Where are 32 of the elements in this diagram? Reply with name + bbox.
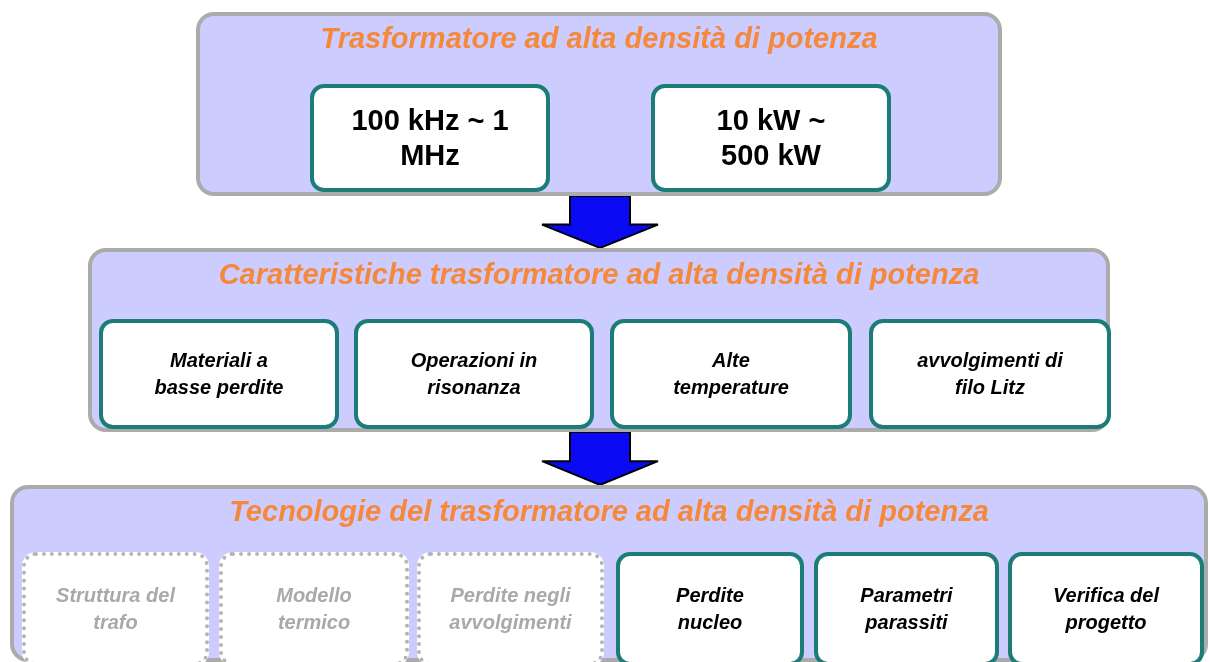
feature-box <box>651 84 891 192</box>
feature-box <box>869 319 1111 429</box>
box-text: Verifica del progetto <box>1052 583 1160 635</box>
feature-box <box>417 552 604 662</box>
band-heading: Caratteristiche trasformatore ad alta densità di potenza <box>217 260 981 289</box>
box-text: Struttura del trafo <box>55 583 177 635</box>
box-text: Perdite negli avvolgimenti <box>448 583 573 635</box>
feature-box <box>22 552 209 662</box>
feature-box <box>616 552 804 662</box>
feature-box <box>354 319 594 429</box>
box-text: 100 kHz ~ 1 MHz <box>350 103 510 173</box>
feature-box <box>99 319 339 429</box>
block-arrow <box>541 195 659 250</box>
feature-box <box>310 84 550 192</box>
group-band <box>88 248 1110 432</box>
box-text: Materiali a basse perdite <box>153 348 285 400</box>
group-band <box>10 485 1208 662</box>
box-text: Operazioni in risonanza <box>409 348 539 400</box>
feature-box <box>814 552 999 662</box>
box-text: 10 kW ~ 500 kW <box>715 103 827 173</box>
box-text: Alte temperature <box>672 348 790 400</box>
feature-box <box>219 552 409 662</box>
group-band <box>196 12 1002 196</box>
block-arrow <box>541 431 659 487</box>
box-text: Perdite nucleo <box>675 583 745 635</box>
feature-box <box>610 319 852 429</box>
box-text: Modello termico <box>275 583 353 635</box>
band-heading: Trasformatore ad alta densità di potenza <box>319 24 879 53</box>
band-heading: Tecnologie del trasformatore ad alta densità di potenza <box>228 497 990 526</box>
box-text: Parametri parassiti <box>859 583 954 635</box>
box-text: avvolgimenti di filo Litz <box>916 348 1064 400</box>
feature-box <box>1008 552 1204 662</box>
